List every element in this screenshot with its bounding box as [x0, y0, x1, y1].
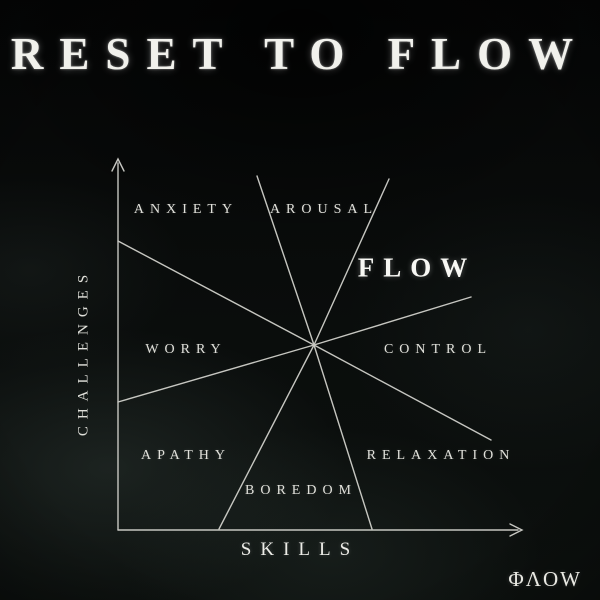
boundary-flow-control [313, 296, 472, 346]
x-axis-label: SKILLS [240, 539, 360, 560]
page-title: RESET TO FLOW [10, 29, 590, 79]
region-label-arousal: AROUSAL [269, 202, 379, 217]
region-label-boredom: BOREDOM [244, 483, 358, 498]
x-axis-arrow-icon [509, 523, 524, 537]
region-label-flow: FLOW [357, 252, 477, 283]
brand-logo: ΦΛOW [508, 567, 582, 591]
boundary-anxiety-worry [117, 240, 315, 346]
boundary-anxiety-arousal [256, 175, 315, 346]
region-label-control: CONTROL [383, 342, 493, 357]
region-label-relaxation: RELAXATION [366, 448, 516, 463]
region-label-worry: WORRY [145, 342, 227, 357]
y-axis-label: CHALLENGES [75, 267, 92, 437]
boundary-arousal-flow [313, 178, 390, 346]
region-label-apathy: APATHY [141, 448, 231, 463]
boundary-boredom-apathy [218, 344, 315, 530]
boundary-apathy-worry [117, 344, 315, 403]
boundary-control-relaxation [313, 344, 492, 441]
y-axis-arrow-icon [111, 157, 125, 172]
region-label-anxiety: ANXIETY [133, 202, 239, 217]
boundary-relaxation-boredom [313, 344, 373, 530]
